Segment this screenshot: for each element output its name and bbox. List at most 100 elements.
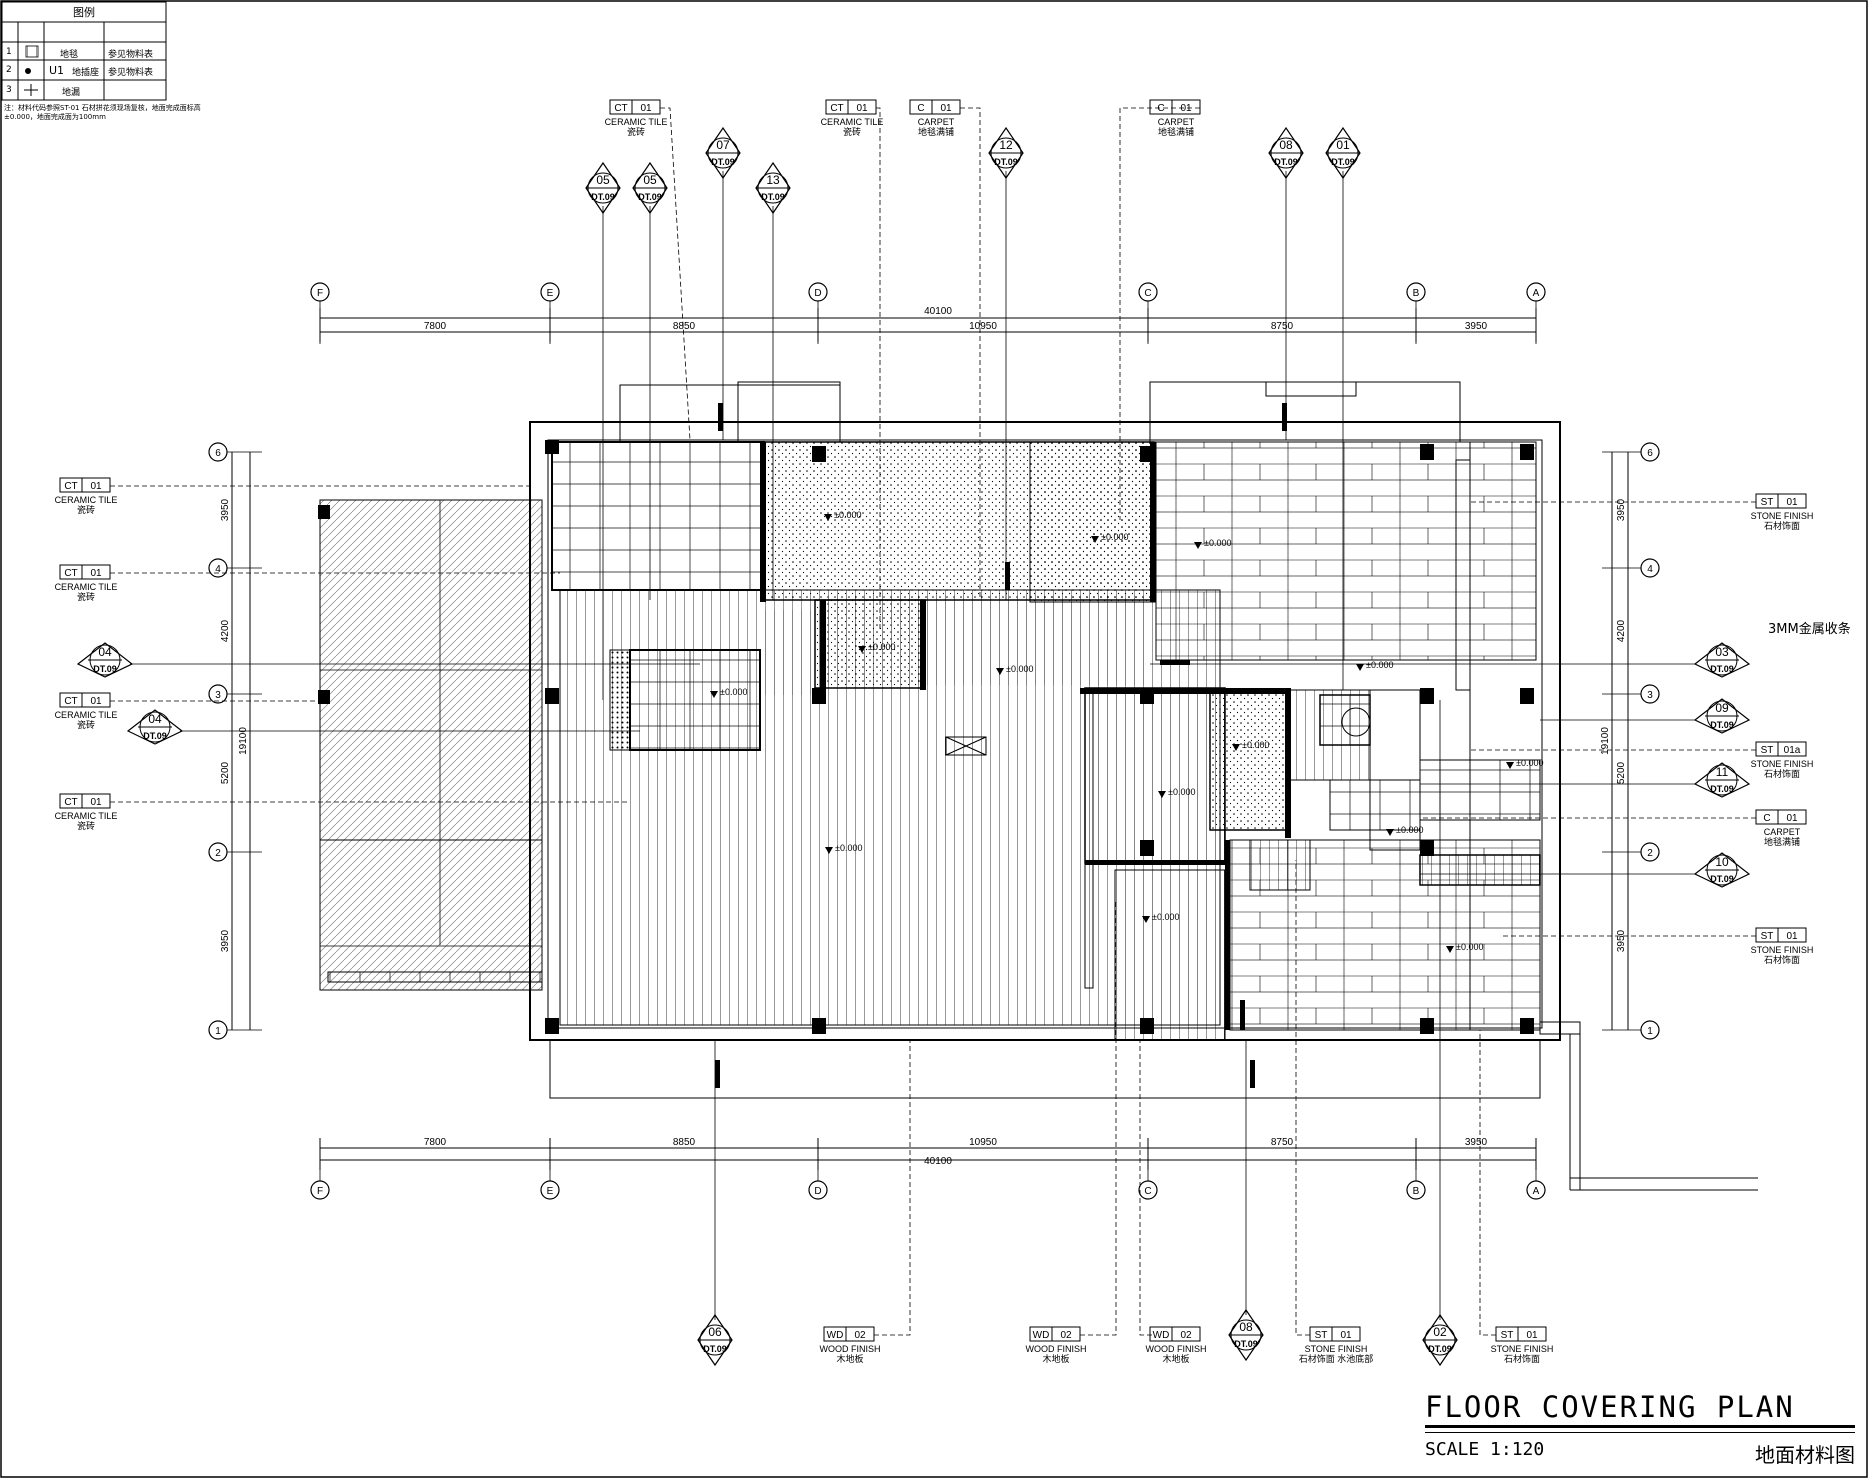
callout-ref: DT.09 [1710, 874, 1734, 884]
level-triangle-icon [710, 691, 718, 698]
tag-cn: 瓷砖 [77, 504, 95, 515]
tag-code: C [1157, 103, 1164, 114]
tag-code: ST [1315, 1330, 1328, 1341]
callout-ref: DT.09 [1274, 157, 1298, 167]
callout-number: 10 [1715, 855, 1729, 869]
callout-circle [1706, 700, 1738, 732]
grid-label: 1 [215, 1026, 221, 1037]
tag-no-box [1331, 1326, 1361, 1342]
level-value: ±0.000 [1396, 825, 1423, 835]
tag-no: 01 [640, 103, 652, 114]
dimension-label: 5200 [1616, 761, 1627, 784]
tag-cn: 石材饰面 [1764, 954, 1800, 965]
grid-bubble [310, 1180, 330, 1200]
dimension-label: 4200 [220, 619, 231, 642]
grid-label: D [814, 1186, 821, 1197]
tag-en: WOOD FINISH [1026, 1344, 1087, 1354]
tag-no-box [81, 564, 111, 580]
tag-cn: 瓷砖 [843, 126, 861, 137]
callout-circle [1706, 854, 1738, 886]
dimension-label: 8750 [1271, 321, 1294, 332]
callout-circle [139, 711, 171, 743]
tag-no-box [81, 793, 111, 809]
tag-no-box [1517, 1326, 1547, 1342]
tag-en: WOOD FINISH [1146, 1344, 1207, 1354]
grid-bubble [808, 1180, 828, 1200]
grid-label: 1 [1647, 1026, 1653, 1037]
level-marker: ±0.000 [1386, 825, 1423, 836]
legend-no: 3 [6, 85, 12, 95]
grid-label: E [547, 1186, 554, 1197]
callout-number: 02 [1433, 1325, 1447, 1339]
grid-label: C [1144, 1186, 1151, 1197]
callout-ref: DT.09 [1234, 1339, 1258, 1349]
legend-row: 3 地漏 [2, 82, 166, 100]
tag-code: C [917, 103, 924, 114]
legend-no: 1 [6, 47, 12, 57]
legend-note: 注：材料代码参照ST-01 石材拼花须现场复核，地面完成面标高±0.000，地面… [4, 104, 201, 121]
tag-no-box [81, 477, 111, 493]
callout-circle [89, 644, 121, 676]
tag-en: STONE FINISH [1491, 1344, 1554, 1354]
grid-label: B [1413, 288, 1420, 299]
tag-en: CERAMIC TILE [55, 582, 118, 592]
tag-code: ST [1761, 497, 1774, 508]
callout-number: 01 [1336, 138, 1350, 152]
level-marker: ±0.000 [1158, 787, 1195, 798]
title-row: SCALE 1:120 地面材料图 [1425, 1439, 1855, 1468]
callout-ref: DT.09 [1331, 157, 1355, 167]
tag-no-box [847, 99, 877, 115]
callout-number: 03 [1715, 645, 1729, 659]
tag-en: CERAMIC TILE [605, 117, 668, 127]
outlet-icon [25, 68, 31, 74]
tag-en: CERAMIC TILE [55, 710, 118, 720]
callout-ref: DT.09 [1710, 720, 1734, 730]
tag-cn: 地毯满铺 [1764, 836, 1800, 847]
grid-label: F [317, 288, 323, 299]
tag-en: CERAMIC TILE [821, 117, 884, 127]
grid-bubble [1406, 1180, 1426, 1200]
level-marker: ±0.000 [1232, 740, 1269, 751]
level-triangle-icon [1446, 946, 1454, 953]
grid-label: 3 [1647, 690, 1653, 701]
dimension-label: 7800 [424, 321, 447, 332]
grid-bubble [208, 684, 228, 704]
level-value: ±0.000 [1168, 787, 1195, 797]
drain-icon [24, 84, 38, 96]
tag-en: STONE FINISH [1305, 1344, 1368, 1354]
tag-leader [876, 107, 881, 630]
grid-bubble [208, 1020, 228, 1040]
level-marker: ±0.000 [1194, 538, 1231, 549]
callout-ref: DT.09 [1428, 1344, 1452, 1354]
grid-bubble [1526, 1180, 1546, 1200]
title-block: FLOOR COVERING PLAN SCALE 1:120 地面材料图 [1425, 1390, 1855, 1468]
legend-no: 2 [6, 65, 12, 75]
grid-bubble [1138, 1180, 1158, 1200]
tag-code: ST [1761, 931, 1774, 942]
tag-no: 02 [1060, 1330, 1072, 1341]
callout-circle [757, 172, 789, 204]
callout-ref: DT.09 [638, 192, 662, 202]
level-value: ±0.000 [1456, 942, 1483, 952]
drawing-scale: SCALE 1:120 [1425, 1439, 1545, 1460]
tag-cn: 瓷砖 [77, 591, 95, 602]
tag-no: 01 [1786, 813, 1798, 824]
dimension-label: 5200 [220, 761, 231, 784]
tag-code: ST [1761, 745, 1774, 756]
tag-no: 01 [1786, 931, 1798, 942]
level-value: ±0.000 [1101, 532, 1128, 542]
callout-number: 11 [1716, 765, 1729, 779]
tag-no-box [1777, 493, 1807, 509]
legend-name: 地插座 [72, 68, 100, 78]
callout-ref: DT.09 [994, 157, 1018, 167]
level-value: ±0.000 [1242, 740, 1269, 750]
level-triangle-icon [996, 668, 1004, 675]
